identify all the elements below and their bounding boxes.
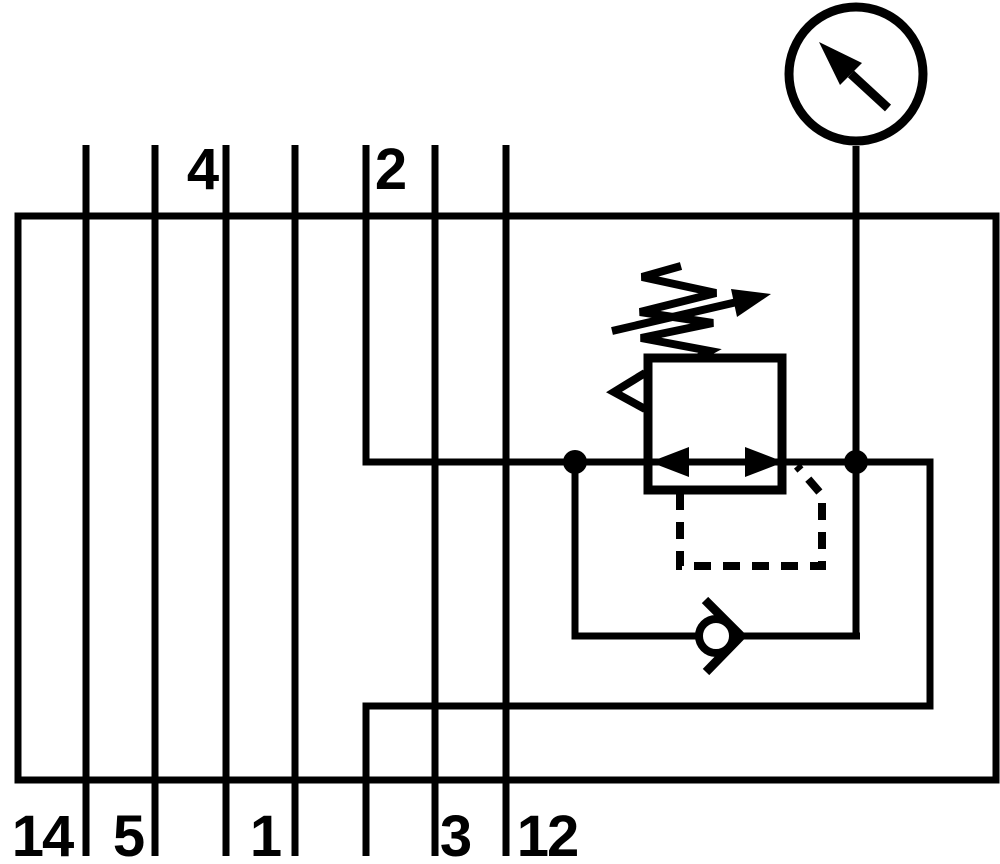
regulator-body: [643, 353, 787, 495]
regulator-arrow-left: [650, 447, 689, 477]
port-label-12: 12: [517, 804, 578, 864]
port-label-14: 14: [12, 804, 74, 864]
check-valve-icon: [695, 596, 748, 676]
gauge-needle-head: [819, 42, 862, 85]
port-label-2: 2: [375, 137, 405, 202]
port-label-5: 5: [113, 804, 144, 864]
check-valve-branch-left: [571, 462, 698, 640]
port-label-3: 3: [440, 804, 471, 864]
pilot-line-dashed: [676, 463, 826, 570]
port-label-1: 1: [250, 804, 281, 864]
pressure-regulator-icon: [606, 262, 787, 495]
pressure-gauge-icon: [784, 2, 928, 146]
junction-dot-right: [844, 450, 868, 474]
gauge-needle-shaft: [847, 70, 892, 112]
adjustment-arrow-shaft: [611, 298, 738, 335]
port-label-4: 4: [187, 137, 219, 202]
relief-vent-arrow-icon: [606, 369, 648, 413]
regulator-arrow-right: [745, 447, 784, 477]
check-valve-seat: [701, 596, 748, 676]
check-valve-ball: [695, 615, 737, 657]
channel-line-2-regulated-loop: [362, 145, 934, 856]
adjustment-arrow-head: [731, 289, 771, 317]
junction-dot-left: [563, 450, 587, 474]
